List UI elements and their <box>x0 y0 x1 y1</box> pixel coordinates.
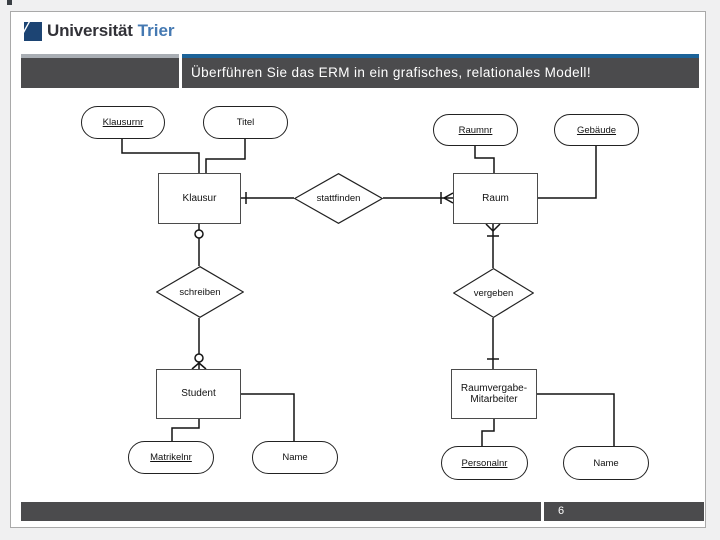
connector-personalnr-rvm <box>481 419 495 446</box>
attribute-gebaeude: Gebäude <box>554 114 639 146</box>
entity-raum: Raum <box>453 173 538 224</box>
attribute-personalnr: Personalnr <box>441 446 528 480</box>
title-accent-line-blue <box>182 54 699 58</box>
attribute-klausurnr-label: Klausurnr <box>102 117 144 128</box>
attribute-titel: Titel <box>203 106 288 139</box>
diamond-shape <box>294 173 383 224</box>
attribute-matrikelnr-label: Matrikelnr <box>150 452 192 463</box>
entity-raumvergabe-mitarbeiter-label: Raumvergabe-Mitarbeiter <box>460 382 528 406</box>
entity-student: Student <box>156 369 241 419</box>
attribute-titel-label: Titel <box>236 117 255 128</box>
connector-raumnr-raum <box>474 146 495 173</box>
cardinality-crowfoot-student-top <box>191 362 207 370</box>
attribute-raumnr-label: Raumnr <box>458 124 493 136</box>
slide-title: Überführen Sie das ERM in ein grafisches… <box>191 65 591 80</box>
page-number: 6 <box>558 505 565 517</box>
connector-name-student <box>241 393 295 441</box>
footer-bar-left <box>21 502 541 521</box>
attribute-name-student: Name <box>252 441 338 474</box>
attribute-personalnr-label: Personalnr <box>461 457 508 469</box>
relationship-vergeben-label: vergeben <box>473 287 514 299</box>
cardinality-crowfoot-raum-bottom <box>485 223 501 232</box>
entity-raum-label: Raum <box>482 192 509 204</box>
university-flag-icon <box>24 21 42 41</box>
attribute-matrikelnr: Matrikelnr <box>128 441 214 474</box>
attribute-name-mitarbeiter: Name <box>563 446 649 480</box>
diamond-shape <box>453 268 534 318</box>
diagram-connectors <box>121 139 615 446</box>
university-logo: Universität Trier <box>24 16 175 46</box>
cardinality-circle-klausur-bottom <box>194 229 204 239</box>
attribute-name-student-label: Name <box>282 452 308 463</box>
connector-titel-klausur <box>205 139 246 173</box>
entity-klausur-label: Klausur <box>182 192 217 204</box>
relationship-schreiben: schreiben <box>156 266 244 318</box>
connector-name-rvm <box>537 393 615 446</box>
connector-gebaeude-raum <box>538 146 597 199</box>
attribute-name-mitarbeiter-label: Name <box>593 457 619 469</box>
connector-klausurnr-klausur <box>121 139 200 173</box>
entity-klausur: Klausur <box>158 173 241 224</box>
title-accent-line-gray <box>21 54 179 58</box>
connector-matrikelnr-student <box>171 419 200 441</box>
attribute-klausurnr: Klausurnr <box>81 106 165 139</box>
entity-student-label: Student <box>181 388 216 400</box>
presentation-slide: Universität Trier Überführen Sie das ERM… <box>10 11 706 528</box>
window-edge-artifact <box>7 0 12 5</box>
diamond-shape <box>156 266 244 318</box>
footer-bar-right: 6 <box>544 502 704 521</box>
relationship-vergeben: vergeben <box>453 268 534 318</box>
entity-raumvergabe-mitarbeiter: Raumvergabe-Mitarbeiter <box>451 369 537 419</box>
title-bar-left-block <box>21 58 179 88</box>
relationship-schreiben-label: schreiben <box>179 286 221 298</box>
attribute-gebaeude-label: Gebäude <box>576 124 617 136</box>
logo-institution-text: Universität <box>47 21 133 40</box>
cardinality-crowfoot-raum-left <box>443 192 454 204</box>
logo-city-text: Trier <box>137 21 175 40</box>
title-bar: Überführen Sie das ERM in ein grafisches… <box>182 58 699 88</box>
er-diagram: Klausur Raum Student Raumvergabe-Mitarbe… <box>11 12 707 529</box>
relationship-stattfinden: stattfinden <box>294 173 383 224</box>
attribute-raumnr: Raumnr <box>433 114 518 146</box>
relationship-stattfinden-label: stattfinden <box>316 193 361 204</box>
cardinality-circle-student-top <box>194 353 204 363</box>
